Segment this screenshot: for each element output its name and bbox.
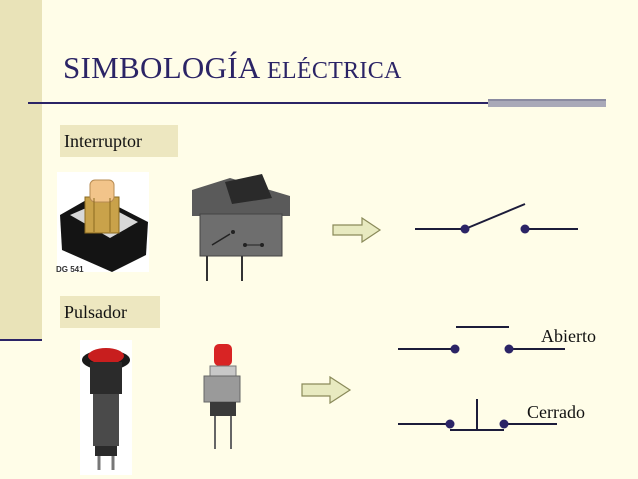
- pushbutton-photo-1: [80, 340, 132, 475]
- switch-symbol-node: [460, 224, 470, 234]
- pushbutton-closed-symbol: [398, 399, 557, 431]
- pushbutton-open-symbol: [398, 326, 565, 350]
- photo-caption: DG 541: [56, 265, 84, 274]
- title-secondary: ELÉCTRICA: [266, 58, 402, 84]
- pushbutton-photo-2: [203, 344, 241, 449]
- switch-symbol: [415, 203, 578, 230]
- label-open: Abierto: [541, 326, 596, 346]
- arrow-icon: [301, 375, 352, 405]
- title-accent-bar: [488, 99, 606, 107]
- pushbutton-open-node: [450, 344, 460, 354]
- arrow-icon: [332, 216, 382, 244]
- switch-photo-2: [192, 174, 290, 281]
- title-underline: [28, 102, 488, 104]
- left-accent-band: [0, 0, 42, 340]
- title-main: SIMBOLOGÍA: [63, 50, 259, 85]
- pushbutton-closed-node: [445, 419, 455, 429]
- left-band-rule: [0, 339, 42, 341]
- slide-title: SIMBOLOGÍA ELÉCTRICA: [63, 50, 402, 86]
- switch-symbol-node: [520, 224, 530, 234]
- section-label-pulsador: Pulsador: [60, 296, 160, 328]
- pushbutton-closed-node: [499, 419, 509, 429]
- label-closed: Cerrado: [527, 402, 585, 422]
- pushbutton-open-node: [504, 344, 514, 354]
- section-label-interruptor: Interruptor: [60, 125, 178, 157]
- switch-photo-1: [57, 172, 149, 272]
